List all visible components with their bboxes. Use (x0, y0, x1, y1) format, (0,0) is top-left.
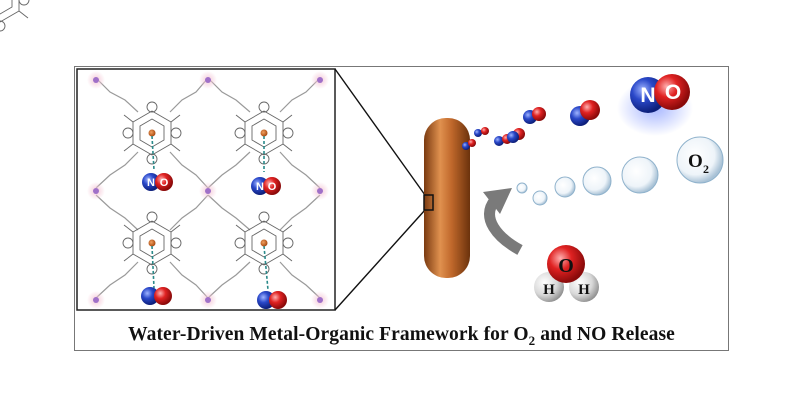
released-no-molecules (462, 100, 600, 150)
caption-text-tail: and NO Release (535, 324, 675, 345)
inset-no-molecule-1: N O (142, 173, 173, 191)
inset-no-molecule-3 (141, 287, 172, 305)
svg-text:O: O (160, 177, 169, 189)
cobalt-nodes (148, 129, 268, 247)
mof-lattice-inset: N O N O (0, 0, 336, 311)
nitric-oxide-molecule: N O (617, 74, 693, 136)
metal-cluster-nodes (87, 71, 329, 309)
caption-text-main: Water-Driven Metal-Organic Framework for… (128, 324, 529, 345)
caption-subscript: 2 (528, 332, 536, 348)
zoom-box (423, 194, 434, 211)
svg-text:O: O (268, 181, 277, 193)
zoom-lines (334, 68, 426, 311)
oxygen-bubbles (516, 136, 724, 206)
svg-text:O: O (558, 255, 574, 277)
inset-no-molecule-4 (257, 291, 287, 309)
svg-text:N: N (640, 84, 655, 107)
linker-bonds (95, 77, 321, 299)
svg-text:N: N (147, 177, 155, 189)
svg-text:O: O (665, 81, 681, 104)
svg-text:N: N (256, 181, 264, 193)
water-molecule: O H H (534, 245, 599, 302)
mof-rod (423, 118, 470, 278)
svg-text:H: H (543, 282, 555, 298)
o2-label: O 2 (688, 151, 709, 176)
inset-no-molecule-2: N O (251, 177, 281, 195)
svg-text:2: 2 (703, 162, 709, 176)
svg-text:O: O (688, 151, 703, 172)
svg-text:H: H (578, 282, 590, 298)
curved-arrow (483, 188, 523, 255)
figure-caption: Water-Driven Metal-Organic Framework for… (74, 324, 729, 349)
co-no-bonds (151, 135, 269, 291)
porphyrin-unit (0, 0, 30, 32)
